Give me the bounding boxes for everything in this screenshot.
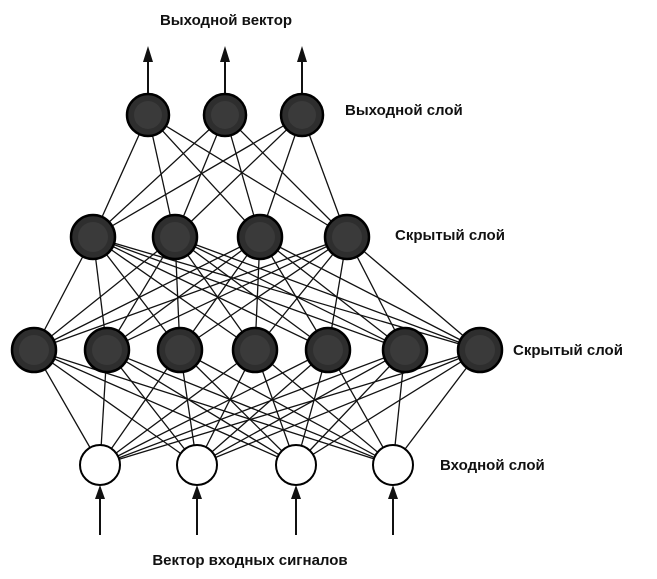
connection-output-0-hidden2-2 — [147, 114, 261, 238]
connection-hidden2-1-hidden1-6 — [174, 236, 481, 351]
neuron-input-3 — [372, 444, 414, 486]
input-arrow-head-3 — [388, 485, 398, 499]
connection-hidden2-1-hidden1-5 — [174, 236, 406, 351]
connection-hidden1-1-input-3 — [106, 349, 394, 466]
output-vector-title: Выходной вектор — [160, 12, 292, 29]
neuron-core-output-0 — [134, 101, 162, 129]
input-arrow-head-0 — [95, 485, 105, 499]
output-layer-label: Выходной слой — [345, 102, 463, 119]
connection-hidden1-6-input-2 — [295, 349, 481, 466]
connection-hidden2-3-hidden1-3 — [254, 236, 348, 351]
connection-hidden2-3-hidden1-0 — [33, 236, 348, 351]
input-arrow-head-2 — [291, 485, 301, 499]
connection-hidden1-6-input-3 — [392, 349, 481, 466]
neuron-core-hidden1-2 — [165, 335, 195, 365]
output-arrow-head-0 — [143, 46, 153, 62]
neuron-core-output-2 — [288, 101, 316, 129]
connection-hidden1-1-input-1 — [106, 349, 198, 466]
input-vector-title: Вектор входных сигналов — [152, 552, 347, 569]
connection-output-0-hidden2-3 — [147, 114, 348, 238]
connection-hidden2-0-hidden1-3 — [92, 236, 256, 351]
neuron-input-2 — [275, 444, 317, 486]
neuron-core-hidden1-3 — [240, 335, 270, 365]
connection-hidden2-0-hidden1-2 — [92, 236, 181, 351]
connection-hidden1-6-input-1 — [196, 349, 481, 466]
connection-hidden2-2-hidden1-0 — [33, 236, 261, 351]
neuron-core-hidden2-3 — [332, 222, 362, 252]
neuron-core-output-1 — [211, 101, 239, 129]
connection-hidden2-2-hidden1-5 — [259, 236, 406, 351]
neuron-core-hidden1-0 — [19, 335, 49, 365]
neurons — [10, 92, 504, 486]
connection-hidden1-4-input-0 — [99, 349, 329, 466]
connection-hidden2-0-hidden1-4 — [92, 236, 329, 351]
connection-output-2-hidden2-0 — [92, 114, 303, 238]
output-arrow-head-1 — [220, 46, 230, 62]
connection-hidden1-4-input-1 — [196, 349, 329, 466]
connection-output-2-hidden2-1 — [174, 114, 303, 238]
connections — [33, 114, 481, 466]
neuron-core-hidden1-6 — [465, 335, 495, 365]
connection-hidden2-1-hidden1-0 — [33, 236, 176, 351]
hidden-layer-2-label: Скрытый слой — [395, 227, 505, 244]
connection-hidden1-5-input-1 — [196, 349, 406, 466]
neuron-input-1 — [176, 444, 218, 486]
connection-hidden1-3-input-0 — [99, 349, 256, 466]
connection-hidden2-2-hidden1-1 — [106, 236, 261, 351]
neuron-core-hidden2-0 — [78, 222, 108, 252]
neuron-core-hidden1-1 — [92, 335, 122, 365]
connection-hidden1-5-input-0 — [99, 349, 406, 466]
connection-hidden2-0-hidden1-5 — [92, 236, 406, 351]
output-arrow-head-2 — [297, 46, 307, 62]
neuron-core-hidden2-1 — [160, 222, 190, 252]
neuron-core-hidden1-5 — [390, 335, 420, 365]
connection-hidden1-3-input-3 — [254, 349, 394, 466]
connection-hidden1-1-input-2 — [106, 349, 297, 466]
signal-arrows — [95, 46, 398, 535]
neuron-core-hidden2-2 — [245, 222, 275, 252]
connection-output-1-hidden2-3 — [224, 114, 348, 238]
connection-hidden2-3-hidden1-6 — [346, 236, 481, 351]
connection-hidden2-3-hidden1-2 — [179, 236, 348, 351]
input-layer-label: Входной слой — [440, 457, 545, 474]
neuron-core-hidden1-4 — [313, 335, 343, 365]
connection-hidden2-0-hidden1-6 — [92, 236, 481, 351]
connection-hidden2-3-hidden1-1 — [106, 236, 348, 351]
connection-hidden1-5-input-2 — [295, 349, 406, 466]
hidden-layer-1-label: Скрытый слой — [513, 342, 623, 359]
connection-hidden1-2-input-2 — [179, 349, 297, 466]
connection-hidden1-0-input-2 — [33, 349, 297, 466]
connection-output-1-hidden2-0 — [92, 114, 226, 238]
connection-hidden1-2-input-3 — [179, 349, 394, 466]
connection-hidden1-2-input-0 — [99, 349, 181, 466]
input-arrow-head-1 — [192, 485, 202, 499]
connection-hidden1-0-input-1 — [33, 349, 198, 466]
connection-hidden2-1-hidden1-4 — [174, 236, 329, 351]
neuron-input-0 — [79, 444, 121, 486]
